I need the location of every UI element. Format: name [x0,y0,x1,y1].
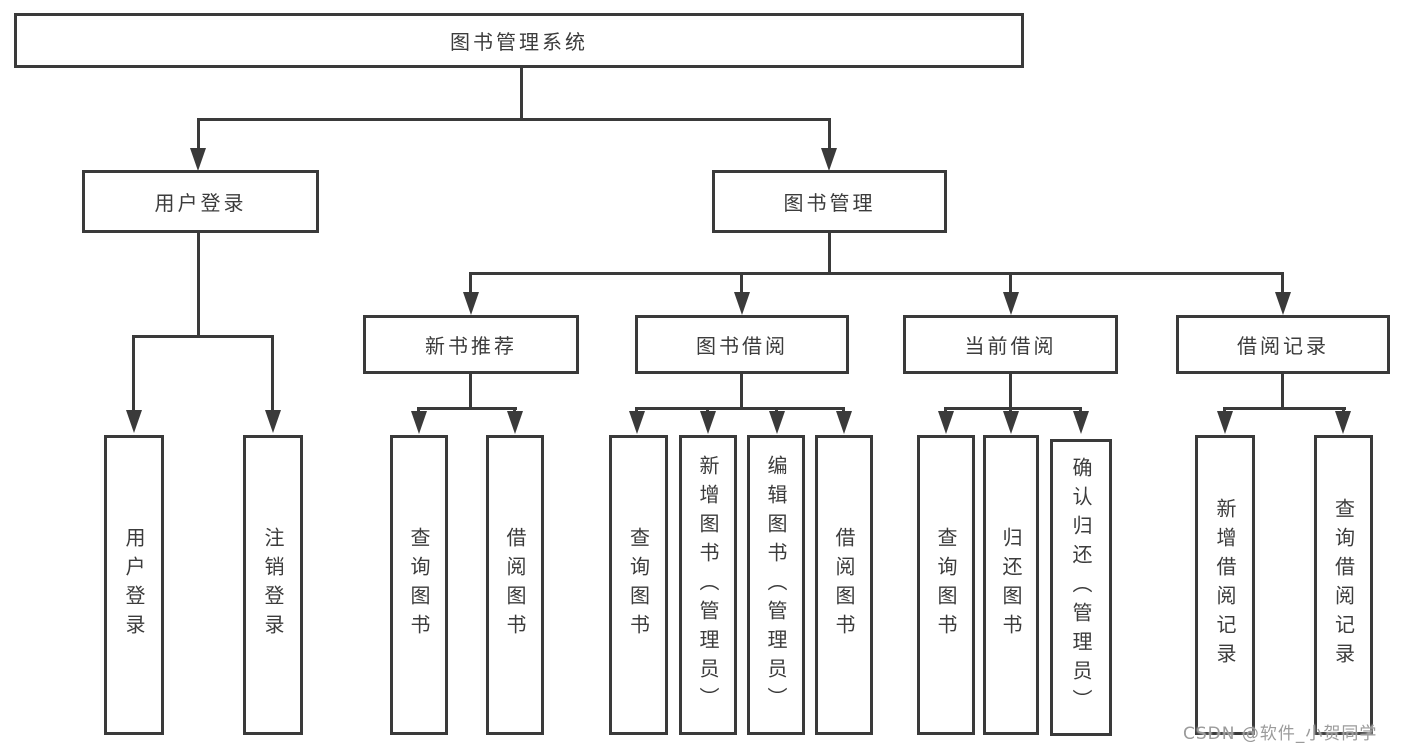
connector-bookmgmt-drop [469,272,472,294]
connector-bookmgmt-rail [469,272,1284,275]
leaf-borrow-books-label: 借阅图书 [832,527,856,643]
arrowhead-down-icon [629,411,645,434]
connector-newbooks-stub [469,374,472,409]
node-borrow-records: 借阅记录 [1176,315,1390,374]
leaf-logout-label: 注销登录 [261,527,285,643]
node-new-book-recommend-label: 新书推荐 [425,334,517,358]
node-borrow-records-label: 借阅记录 [1237,334,1329,358]
connector-bookborrow-stub [740,374,743,409]
connector-bookmgmt-drop [740,272,743,294]
arrowhead-down-icon [821,148,837,171]
connector-currentborrow-stub [1009,374,1012,409]
arrowhead-down-icon [1003,292,1019,315]
leaf-return-book-label: 归还图书 [999,527,1023,643]
arrowhead-down-icon [463,292,479,315]
leaf-query-books-borrow-label: 查询图书 [626,527,651,643]
arrowhead-down-icon [1003,411,1019,434]
connector-currentborrow-rail [944,407,1082,410]
connector-bookmgmt-drop [1009,272,1012,294]
leaf-edit-book-admin-label: 编辑图书（管理员） [764,454,788,716]
node-user-login-label: 用户登录 [154,191,247,215]
node-current-borrow-label: 当前借阅 [964,334,1057,358]
leaf-query-books-current: 查询图书 [917,435,975,735]
leaf-logout: 注销登录 [243,435,303,735]
arrowhead-down-icon [1217,411,1233,434]
connector-userlogin-rail [132,335,274,338]
arrowhead-down-icon [1073,411,1089,434]
leaf-return-book: 归还图书 [983,435,1039,735]
arrowhead-down-icon [265,410,281,433]
node-library-system: 图书管理系统 [14,13,1024,68]
leaf-borrow-books: 借阅图书 [815,435,873,735]
node-new-book-recommend: 新书推荐 [363,315,579,374]
leaf-user-login-label: 用户登录 [122,527,146,643]
connector-root-stub [520,68,523,120]
arrowhead-down-icon [507,411,523,434]
leaf-confirm-return-admin-label: 确认归还（管理员） [1069,457,1093,718]
leaf-add-book-admin: 新增图书（管理员） [679,435,737,735]
connector-records-stub [1281,374,1284,409]
node-book-management-label: 图书管理 [783,191,876,215]
csdn-watermark: CSDN @软件_小贺同学 [1183,724,1378,744]
arrowhead-down-icon [734,292,750,315]
connector-bookmgmt-stub [828,233,831,275]
leaf-confirm-return-admin: 确认归还（管理员） [1050,439,1112,736]
node-library-system-label: 图书管理系统 [450,30,588,54]
leaf-add-book-admin-label: 新增图书（管理员） [696,454,720,716]
arrowhead-down-icon [769,411,785,434]
arrowhead-down-icon [126,410,142,433]
connector-newbooks-rail [417,407,517,410]
leaf-query-books-current-label: 查询图书 [934,527,958,643]
arrowhead-down-icon [190,148,206,171]
connector-root-drop-left [197,118,200,151]
arrowhead-down-icon [938,411,954,434]
arrowhead-down-icon [1335,411,1351,434]
leaf-query-borrow-record: 查询借阅记录 [1314,435,1373,735]
node-current-borrow: 当前借阅 [903,315,1118,374]
arrowhead-down-icon [1275,292,1291,315]
leaf-query-borrow-record-label: 查询借阅记录 [1331,498,1356,672]
leaf-query-books-recommend-label: 查询图书 [407,527,431,643]
connector-records-rail [1223,407,1346,410]
leaf-edit-book-admin: 编辑图书（管理员） [747,435,805,735]
node-book-management: 图书管理 [712,170,947,233]
leaf-add-borrow-record: 新增借阅记录 [1195,435,1255,735]
connector-userlogin-stub [197,233,200,338]
node-book-borrow-label: 图书借阅 [696,334,788,358]
arrowhead-down-icon [700,411,716,434]
connector-userlogin-drop [271,335,274,412]
connector-bookborrow-rail [635,407,845,410]
connector-bookmgmt-drop [1281,272,1284,294]
node-user-login: 用户登录 [82,170,319,233]
connector-userlogin-drop [132,335,135,412]
leaf-user-login: 用户登录 [104,435,164,735]
leaf-borrow-books-recommend: 借阅图书 [486,435,544,735]
leaf-add-borrow-record-label: 新增借阅记录 [1213,498,1237,672]
arrowhead-down-icon [836,411,852,434]
leaf-borrow-books-recommend-label: 借阅图书 [503,527,527,643]
node-book-borrow: 图书借阅 [635,315,849,374]
arrowhead-down-icon [411,411,427,434]
leaf-query-books-borrow: 查询图书 [609,435,668,735]
connector-root-drop-right [828,118,831,151]
leaf-query-books-recommend: 查询图书 [390,435,448,735]
connector-root-rail [197,118,831,121]
